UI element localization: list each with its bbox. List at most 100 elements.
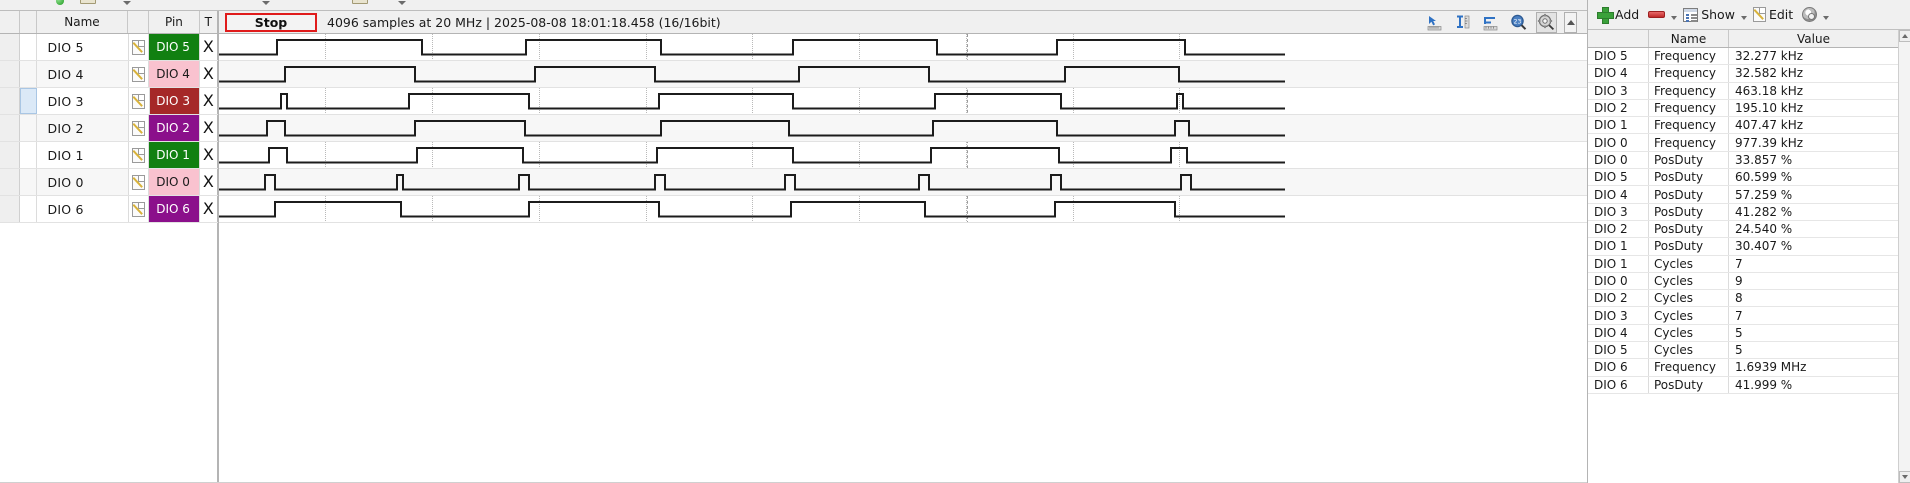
channel-edit-button[interactable] xyxy=(128,61,150,87)
zoom-magnifier-icon[interactable]: 23 xyxy=(1508,12,1529,33)
header-meas-name[interactable]: Name xyxy=(1649,30,1729,47)
cursor-measure-icon[interactable] xyxy=(1424,12,1445,33)
waveform-row[interactable] xyxy=(219,88,1588,115)
channel-pin-badge[interactable]: DIO 4 xyxy=(149,61,200,87)
row-marker[interactable] xyxy=(20,34,37,60)
channel-trigger-cell[interactable]: X xyxy=(199,88,218,114)
channel-trigger-cell[interactable]: X xyxy=(199,142,218,168)
row-marker[interactable] xyxy=(20,88,37,114)
show-dropdown-caret[interactable] xyxy=(1740,16,1747,20)
measurements-scrollbar[interactable] xyxy=(1898,30,1910,483)
channel-pin-badge[interactable]: DIO 6 xyxy=(149,196,200,222)
remove-measurement-button[interactable] xyxy=(1645,9,1668,20)
settings-dropdown-caret[interactable] xyxy=(1823,16,1830,20)
toolbar-dropdown-caret-2[interactable] xyxy=(262,1,270,5)
header-name[interactable]: Name xyxy=(37,11,129,33)
waveform-row[interactable] xyxy=(219,34,1588,61)
channel-trigger-cell[interactable]: X xyxy=(199,34,218,60)
scroll-down-button[interactable] xyxy=(1899,471,1910,483)
edit-measurement-button[interactable]: Edit xyxy=(1750,5,1796,24)
channel-name[interactable]: DIO 2 xyxy=(37,115,129,141)
channel-name[interactable]: DIO 1 xyxy=(37,142,129,168)
measurement-settings-button[interactable] xyxy=(1799,5,1820,24)
row-select-handle[interactable] xyxy=(0,61,21,87)
show-measurement-button[interactable]: Show xyxy=(1680,5,1738,24)
add-measurement-button[interactable]: Add xyxy=(1594,5,1642,24)
header-trigger[interactable]: T xyxy=(200,11,218,33)
channel-edit-button[interactable] xyxy=(128,169,150,195)
row-marker[interactable] xyxy=(20,196,37,222)
row-marker[interactable] xyxy=(20,61,37,87)
row-select-handle[interactable] xyxy=(0,169,21,195)
row-select-handle[interactable] xyxy=(0,196,21,222)
channel-trigger-cell[interactable]: X xyxy=(199,196,218,222)
row-marker[interactable] xyxy=(20,169,37,195)
channel-pin-badge[interactable]: DIO 2 xyxy=(149,115,200,141)
waveform-row[interactable] xyxy=(219,61,1588,88)
remove-dropdown-caret[interactable] xyxy=(1671,16,1678,20)
channel-name[interactable]: DIO 5 xyxy=(37,34,129,60)
row-select-handle[interactable] xyxy=(0,34,21,60)
channel-name[interactable]: DIO 0 xyxy=(37,169,129,195)
toolbar-overflow-button[interactable] xyxy=(1564,12,1577,33)
channel-edit-button[interactable] xyxy=(128,88,150,114)
waveform-row[interactable] xyxy=(219,115,1588,142)
row-select-handle[interactable] xyxy=(0,115,21,141)
waveform-row[interactable] xyxy=(219,169,1588,196)
channel-name[interactable]: DIO 6 xyxy=(37,196,129,222)
waveform-canvas[interactable] xyxy=(219,34,1588,483)
row-select-handle[interactable] xyxy=(0,142,21,168)
header-pin[interactable]: Pin xyxy=(149,11,200,33)
channel-pin-badge[interactable]: DIO 3 xyxy=(149,88,200,114)
header-meas-value[interactable]: Value xyxy=(1729,30,1899,47)
zoom-settings-icon[interactable] xyxy=(1536,12,1557,33)
channel-edit-button[interactable] xyxy=(128,115,150,141)
row-marker[interactable] xyxy=(20,142,37,168)
align-measure-icon[interactable] xyxy=(1480,12,1501,33)
channel-trigger-cell[interactable]: X xyxy=(199,61,218,87)
save-folder-icon[interactable] xyxy=(352,0,368,4)
row-select-handle[interactable] xyxy=(0,88,21,114)
channel-trigger-cell[interactable]: X xyxy=(199,115,218,141)
waveform-row[interactable] xyxy=(219,142,1588,169)
channel-trigger-cell[interactable]: X xyxy=(199,169,218,195)
channel-edit-button[interactable] xyxy=(128,196,150,222)
channel-name[interactable]: DIO 4 xyxy=(37,61,129,87)
open-folder-icon[interactable] xyxy=(80,0,96,4)
channel-pin-badge[interactable]: DIO 5 xyxy=(149,34,200,60)
waveform-row[interactable] xyxy=(219,196,1588,223)
channel-edit-button[interactable] xyxy=(128,142,150,168)
width-measure-icon[interactable] xyxy=(1452,12,1473,33)
channel-pin-badge[interactable]: DIO 0 xyxy=(149,169,200,195)
channel-edit-button[interactable] xyxy=(128,34,150,60)
toolbar-dropdown-caret-1[interactable] xyxy=(123,1,131,5)
channel-pin-badge[interactable]: DIO 1 xyxy=(149,142,200,168)
stop-button[interactable]: Stop xyxy=(225,12,317,32)
toolbar-dropdown-caret-3[interactable] xyxy=(398,1,406,5)
